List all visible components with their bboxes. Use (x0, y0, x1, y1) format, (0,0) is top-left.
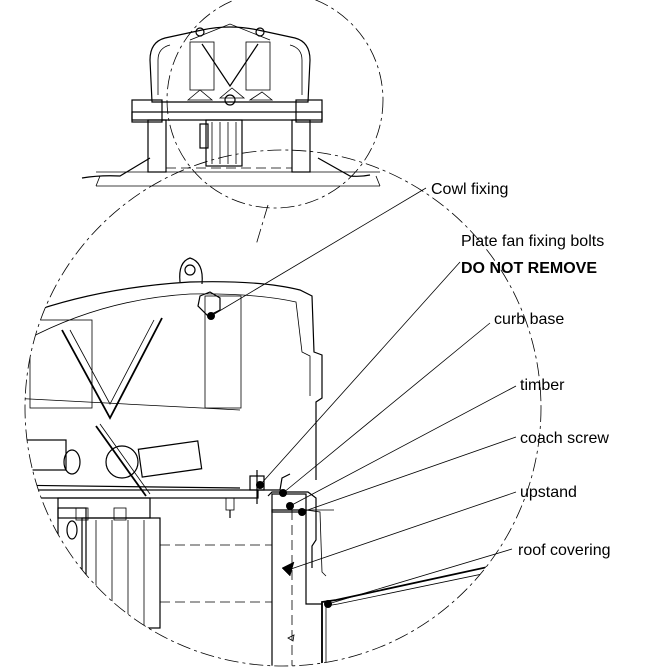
overview-cowl (149, 26, 311, 103)
curb-base (267, 491, 317, 568)
leader-timber (289, 385, 517, 507)
fan-hub (105, 445, 139, 479)
label-timber: timber (520, 377, 565, 394)
lifting-eye (179, 257, 203, 285)
overview-upstand-right (291, 119, 311, 173)
mesh-panel-right (204, 295, 242, 409)
callout-labels: Cowl fixing Plate fan fixing bolts DO NO… (431, 181, 611, 559)
leader-coach-screw (301, 436, 517, 513)
overview-roof-left (81, 157, 151, 179)
cowl-dome (25, 281, 323, 480)
upstand (271, 509, 323, 666)
overview-lifting-eye-right (255, 27, 265, 37)
overview-roof-right (317, 157, 371, 177)
overview-upstand-left (147, 119, 167, 173)
fan-blade-left (25, 439, 67, 471)
overview-mesh-left (189, 41, 215, 91)
detail-circle (24, 149, 542, 667)
leader-curb-base (282, 322, 491, 494)
motor-body (81, 517, 161, 629)
overview-mesh-right (245, 41, 271, 91)
label-cowl-fixing: Cowl fixing (431, 181, 508, 198)
overview-detail-circle (166, 0, 384, 209)
label-roof-covering: roof covering (518, 542, 611, 559)
leader-roof-covering (327, 548, 513, 605)
label-plate-fan-fixing-bolts: Plate fan fixing bolts (461, 233, 604, 250)
leader-plate-fan-fixing-bolts (259, 261, 461, 486)
detail-connector-line (255, 204, 269, 246)
leader-cowl-fixing (210, 187, 427, 317)
overview-lifting-eye-left (195, 27, 205, 37)
v-support (61, 317, 163, 420)
leader-upstand (287, 491, 517, 571)
detail-drawing (24, 149, 542, 667)
overview-fan-blades (186, 87, 274, 101)
label-curb-base: curb base (494, 311, 564, 328)
overview-motor (205, 119, 243, 167)
fan-blade-right (137, 440, 203, 478)
label-upstand: upstand (520, 484, 577, 501)
overview-base-plate (131, 111, 323, 121)
overview-v-support (201, 43, 259, 88)
mesh-panel-left (29, 319, 93, 409)
timber (271, 493, 307, 513)
overview-drawing (81, 0, 384, 209)
leader-lines (207, 187, 517, 608)
label-do-not-remove: DO NOT REMOVE (461, 260, 597, 277)
label-coach-screw: coach screw (520, 430, 609, 447)
